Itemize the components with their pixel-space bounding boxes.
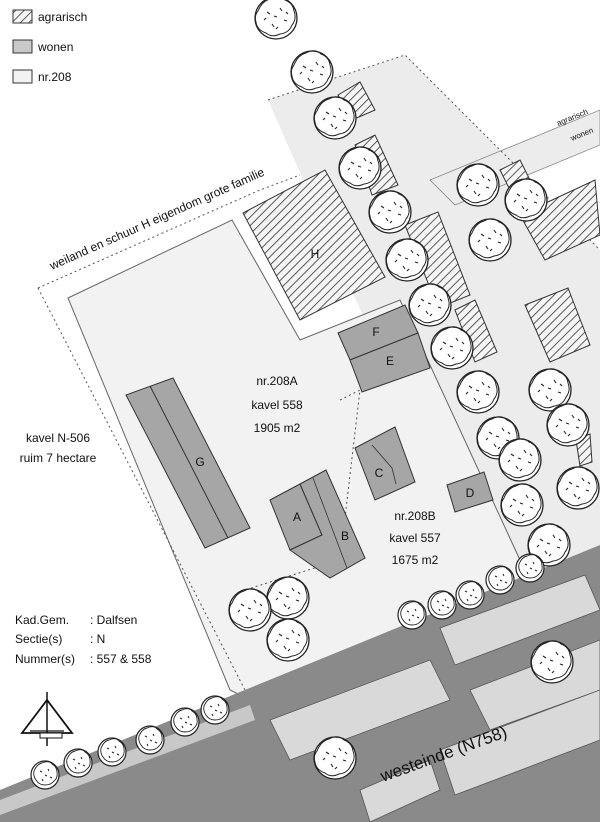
cadastral-value-nummer: : 557 & 558	[90, 652, 152, 666]
building-C	[354, 426, 416, 501]
agrarisch-building-3	[404, 211, 471, 309]
legend-swatch-nr208	[12, 69, 33, 84]
road-verge-4	[439, 689, 600, 796]
plot-208b-kavel: kavel 557	[389, 531, 441, 545]
legend-swatch-wonen	[12, 39, 33, 54]
cadastral-key-gemeente: Kad.Gem.	[15, 613, 69, 627]
cadastral-value-gemeente: : Dalfsen	[90, 613, 137, 627]
kavel-boundary-dotted	[37, 174, 301, 289]
plot-208a-area: 1905 m2	[254, 421, 301, 435]
building-label-B: B	[341, 529, 349, 543]
building-G	[125, 377, 251, 549]
legend-label-nr208: nr.208	[38, 70, 72, 84]
building-label-G: G	[195, 455, 204, 469]
cadastral-key-nummer: Nummer(s)	[15, 652, 75, 666]
plot-208b-info: nr.208B kavel 557 1675 m2	[389, 509, 441, 567]
cadastral-key-sectie: Sectie(s)	[15, 632, 62, 646]
building-label-H: H	[311, 247, 320, 261]
building-label-C: C	[375, 466, 384, 480]
building-label-A: A	[293, 510, 301, 524]
plot-split-dotted	[244, 389, 361, 591]
building-label-F: F	[372, 325, 379, 339]
north-arrow-icon	[20, 692, 74, 746]
road-verge-2	[439, 574, 600, 666]
agrarisch-building-7	[524, 287, 591, 363]
plot-208a-kavel: kavel 558	[251, 398, 303, 412]
agrarisch-building-6	[519, 179, 600, 261]
legend-label-agrarisch: agrarisch	[38, 10, 87, 24]
plot-208a-info: nr.208A kavel 558 1905 m2	[251, 374, 303, 435]
legend: agrarisch wonen nr.208	[12, 9, 87, 84]
legend-swatch-agrarisch	[12, 9, 33, 24]
building-B	[289, 469, 366, 579]
building-label-D: D	[466, 486, 475, 500]
plot-208a-number: nr.208A	[256, 374, 297, 388]
building-E	[349, 332, 431, 393]
kavel-n506-title: kavel N-506	[26, 431, 90, 445]
building-H	[242, 169, 386, 321]
plot-208b-number: nr.208B	[394, 509, 435, 523]
kavel-n506-info: kavel N-506 ruim 7 hectare	[20, 431, 97, 465]
building-D	[446, 471, 494, 513]
legend-label-wonen: wonen	[37, 40, 73, 54]
plot-208b-area: 1675 m2	[392, 553, 439, 567]
kavel-n506-area: ruim 7 hectare	[20, 451, 97, 465]
cadastral-info: Kad.Gem. : Dalfsen Sectie(s) : N Nummer(…	[15, 613, 152, 666]
road-verge-5	[359, 759, 441, 822]
road-verge-1	[269, 659, 451, 761]
cadastral-value-sectie: : N	[90, 632, 105, 646]
building-label-E: E	[386, 354, 394, 368]
kavel-boundary-dotted-left	[37, 287, 246, 691]
